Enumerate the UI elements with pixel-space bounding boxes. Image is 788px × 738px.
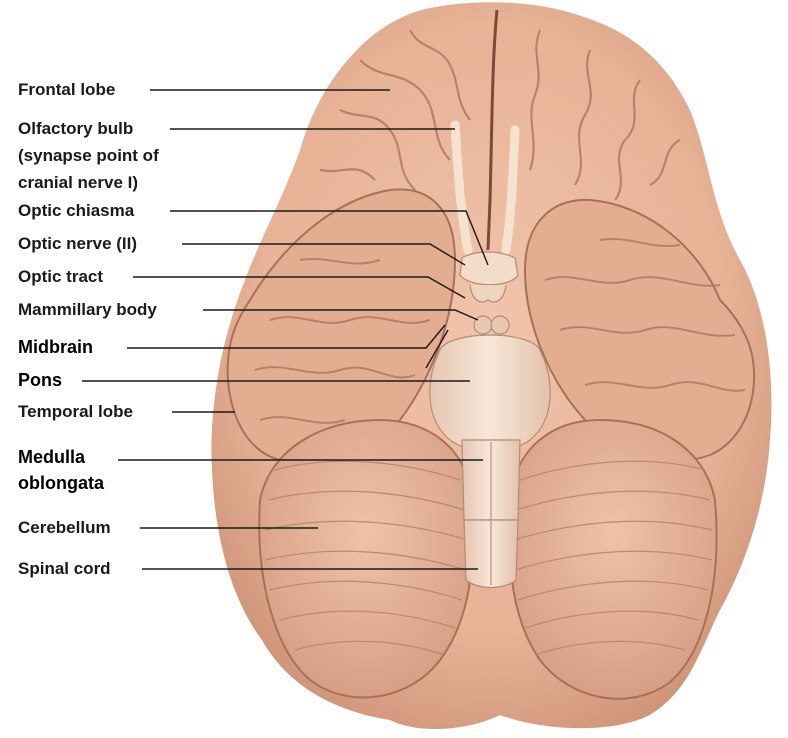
label-olfactory-bulb-line2: (synapse point of <box>18 146 159 165</box>
medulla-oblongata <box>461 439 521 521</box>
label-midbrain: Midbrain <box>18 337 93 357</box>
optic-chiasma <box>459 251 519 335</box>
leader-optic-tract <box>133 276 466 299</box>
pons <box>429 334 551 452</box>
label-optic-tract: Optic tract <box>18 267 104 286</box>
label-olfactory-bulb-line1: Olfactory bulb <box>18 119 134 138</box>
leader-midbrain-2 <box>425 329 449 369</box>
label-medulla-line2: oblongata <box>18 473 104 493</box>
label-optic-chiasma: Optic chiasma <box>18 201 135 220</box>
label-olfactory-bulb-line3: cranial nerve I) <box>18 173 139 192</box>
label-cerebellum: Cerebellum <box>18 518 111 537</box>
label-pons: Pons <box>18 370 63 390</box>
spinal-cord <box>463 519 519 589</box>
leader-midbrain <box>127 324 446 349</box>
leader-optic-nerve <box>182 243 466 266</box>
cerebellum <box>258 418 718 700</box>
leader-mammillary-body <box>203 309 479 321</box>
temporal-lobe <box>226 188 756 464</box>
label-mammillary-body: Mammillary body <box>18 300 157 319</box>
label-optic-nerve: Optic nerve (II) <box>18 234 138 253</box>
leader-optic-chiasma <box>170 210 489 266</box>
label-frontal-lobe: Frontal lobe <box>18 80 116 99</box>
label-medulla-line1: Medulla <box>18 447 86 467</box>
label-temporal-lobe: Temporal lobe <box>18 402 133 421</box>
label-spinal-cord: Spinal cord <box>18 559 111 578</box>
leader-lines <box>82 89 489 570</box>
